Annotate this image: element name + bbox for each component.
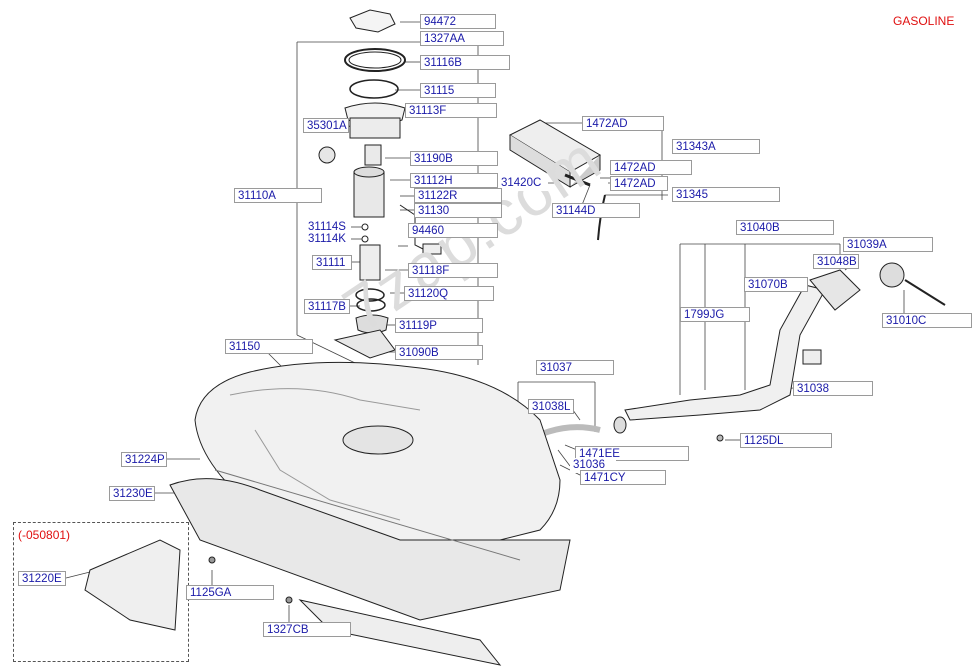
part-label-31090B[interactable]: 31090B <box>395 345 483 360</box>
part-label-31122R[interactable]: 31122R <box>414 188 502 203</box>
part-label-35301A[interactable]: 35301A <box>303 118 349 133</box>
part-label-31040B[interactable]: 31040B <box>736 220 834 235</box>
part-label-31118F[interactable]: 31118F <box>408 263 498 278</box>
heat-guard-drawing <box>84 539 181 631</box>
filler-neck-drawing <box>518 262 946 448</box>
part-label-1327CB[interactable]: 1327CB <box>263 622 351 637</box>
part-label-31039A[interactable]: 31039A <box>843 237 933 252</box>
part-label-1125DL[interactable]: 1125DL <box>740 433 832 448</box>
part-label-31144D[interactable]: 31144D <box>552 203 640 218</box>
part-label-31345[interactable]: 31345 <box>672 187 780 202</box>
part-label-31114S[interactable]: 31114S <box>305 220 351 235</box>
part-label-1471EE[interactable]: 1471EE <box>575 446 689 461</box>
part-label-31115[interactable]: 31115 <box>420 83 496 98</box>
part-label-31230E[interactable]: 31230E <box>109 486 155 501</box>
part-label-1471CY[interactable]: 1471CY <box>580 470 666 485</box>
variant-inset-code: (-050801) <box>18 528 71 542</box>
part-label-31220E[interactable]: 31220E <box>18 571 66 586</box>
part-label-31224P[interactable]: 31224P <box>121 452 167 467</box>
part-label-31038L[interactable]: 31038L <box>528 399 574 414</box>
part-label-31113F[interactable]: 31113F <box>405 103 497 118</box>
part-label-31150[interactable]: 31150 <box>225 339 313 354</box>
fuel-tank-drawing <box>169 361 571 666</box>
part-label-31343A[interactable]: 31343A <box>672 139 760 154</box>
part-label-31070B[interactable]: 31070B <box>744 277 808 292</box>
part-label-31112H[interactable]: 31112H <box>410 173 498 188</box>
part-label-31190B[interactable]: 31190B <box>410 151 498 166</box>
part-label-31037[interactable]: 31037 <box>536 360 614 375</box>
part-label-31010C[interactable]: 31010C <box>882 313 972 328</box>
part-label-31117B[interactable]: 31117B <box>304 299 350 314</box>
part-label-1799JG[interactable]: 1799JG <box>680 307 750 322</box>
pump-assembly-drawing <box>318 9 442 359</box>
part-label-1472AD-top[interactable]: 1472AD <box>582 116 664 131</box>
part-label-1125GA[interactable]: 1125GA <box>186 585 274 600</box>
part-label-31114K[interactable]: 31114K <box>305 232 351 247</box>
part-label-31110A[interactable]: 31110A <box>234 188 322 203</box>
part-label-1327AA[interactable]: 1327AA <box>420 31 504 46</box>
part-label-31119P[interactable]: 31119P <box>395 318 483 333</box>
part-label-31111[interactable]: 31111 <box>312 255 352 270</box>
part-label-31130[interactable]: 31130 <box>414 203 502 218</box>
part-label-31420C[interactable]: 31420C <box>498 176 548 191</box>
part-label-31048B[interactable]: 31048B <box>813 254 859 269</box>
part-label-31036[interactable]: 31036 <box>570 458 616 473</box>
part-label-31120Q[interactable]: 31120Q <box>404 286 494 301</box>
part-label-94460[interactable]: 94460 <box>408 223 498 238</box>
part-label-1472AD-low[interactable]: 1472AD <box>610 176 668 191</box>
variant-inset-box <box>13 522 189 662</box>
part-label-94472[interactable]: 94472 <box>420 14 496 29</box>
part-label-31116B[interactable]: 31116B <box>420 55 510 70</box>
part-label-31038[interactable]: 31038 <box>793 381 873 396</box>
part-label-1472AD-mid[interactable]: 1472AD <box>610 160 692 175</box>
fuel-type-heading: GASOLINE <box>893 14 955 28</box>
